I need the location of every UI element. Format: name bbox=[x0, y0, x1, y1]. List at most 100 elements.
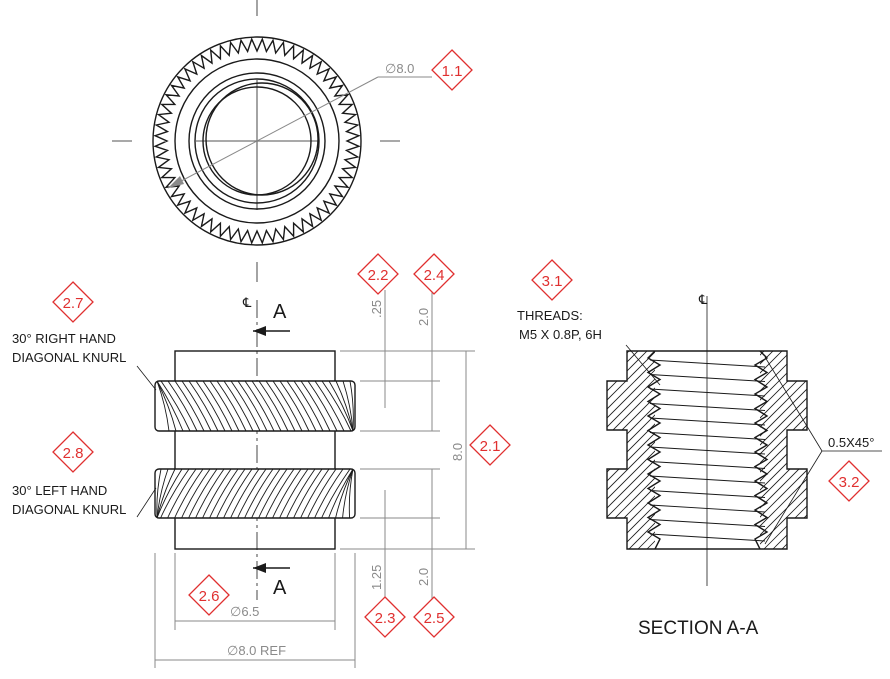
knurl-line bbox=[156, 380, 177, 432]
hatch-line bbox=[607, 351, 733, 549]
knurl-line bbox=[251, 380, 282, 432]
hatch-line bbox=[736, 351, 807, 549]
hatch-line bbox=[607, 351, 697, 549]
balloon-2-8: 2.8 bbox=[52, 431, 94, 473]
hatch-line bbox=[607, 351, 679, 549]
thread-line bbox=[649, 490, 766, 498]
arrow-letter-top: A bbox=[273, 301, 287, 323]
knurl-line bbox=[300, 380, 331, 432]
thread-line bbox=[649, 475, 766, 484]
thread-line bbox=[649, 417, 766, 426]
knurl-line bbox=[209, 468, 239, 519]
balloon-1-1: 1.1 bbox=[431, 49, 473, 91]
thread-line bbox=[649, 461, 766, 469]
knurl-line bbox=[160, 468, 190, 519]
dim-chamfer: 0.5X45° bbox=[828, 435, 874, 450]
hatch-line bbox=[754, 351, 807, 549]
knurl-line bbox=[286, 468, 316, 519]
knurl-line bbox=[237, 380, 268, 432]
thread-ridges bbox=[649, 359, 766, 542]
knurl-line bbox=[209, 380, 240, 432]
dim-outer-dia-ref: ∅8.0 REF bbox=[227, 643, 286, 658]
thread-line bbox=[649, 446, 766, 455]
balloon-2-2: 2.2 bbox=[357, 253, 399, 295]
thread-line bbox=[649, 504, 766, 513]
knurl-line bbox=[328, 468, 354, 519]
knurl-line bbox=[314, 468, 344, 519]
knurl-line bbox=[230, 468, 260, 519]
knurl-line bbox=[321, 380, 352, 432]
note-left-knurl-2: DIAGONAL KNURL bbox=[12, 502, 126, 517]
svg-text:2.7: 2.7 bbox=[63, 295, 84, 312]
knurl-line bbox=[223, 468, 253, 519]
balloon-2-3: 2.3 bbox=[364, 596, 406, 638]
knurl-line bbox=[202, 380, 233, 432]
thread-line bbox=[649, 403, 766, 411]
dim-knurl-width-top: 2.0 bbox=[416, 308, 431, 326]
hatch-line bbox=[607, 351, 778, 549]
knurl-line bbox=[156, 468, 176, 519]
hatch-line bbox=[607, 351, 688, 549]
note-threads-2: M5 X 0.8P, 6H bbox=[519, 327, 602, 342]
note-threads-1: THREADS: bbox=[517, 308, 583, 323]
hatch-line bbox=[607, 351, 652, 549]
balloon-3-1: 3.1 bbox=[531, 259, 573, 301]
knurl-line bbox=[156, 468, 169, 519]
hatch-line bbox=[350, 329, 570, 549]
arrow-letter-bottom: A bbox=[273, 577, 287, 599]
note-right-knurl-2: DIAGONAL KNURL bbox=[12, 350, 126, 365]
dim-knurl-width-bottom: 2.0 bbox=[416, 568, 431, 586]
dim-body-dia: ∅6.5 bbox=[230, 604, 259, 619]
knurl-line bbox=[335, 468, 354, 519]
hatch-line bbox=[763, 351, 807, 549]
knurl-line bbox=[223, 380, 254, 432]
knurl-line bbox=[300, 468, 330, 519]
knurl-line bbox=[216, 468, 246, 519]
hatch-line bbox=[607, 351, 742, 549]
top-view bbox=[112, 0, 432, 282]
knurl-line bbox=[244, 380, 275, 432]
knurl-line bbox=[272, 468, 302, 519]
svg-text:3.1: 3.1 bbox=[542, 273, 563, 290]
balloon-2-4: 2.4 bbox=[413, 253, 455, 295]
thread-line bbox=[649, 359, 766, 368]
svg-text:2.1: 2.1 bbox=[480, 438, 501, 455]
hatch-line bbox=[607, 351, 760, 549]
left-hand-knurl-band bbox=[154, 468, 356, 519]
knurl-line bbox=[195, 380, 226, 432]
knurl-line bbox=[314, 380, 345, 432]
centerline-symbol-section: ℄ bbox=[698, 292, 708, 307]
hatch-line bbox=[607, 351, 807, 549]
knurl-line bbox=[335, 380, 354, 432]
hatch-line bbox=[607, 351, 805, 549]
knurl-line bbox=[244, 468, 274, 519]
knurl-line bbox=[156, 380, 184, 432]
knurl-line bbox=[174, 468, 204, 519]
dim-outer-dia-top: ∅8.0 bbox=[385, 61, 414, 76]
hatch-line bbox=[607, 351, 670, 549]
knurl-line bbox=[293, 468, 323, 519]
dim-overall-length: 8.0 bbox=[450, 443, 465, 461]
knurl-line bbox=[230, 380, 261, 432]
hatch-line bbox=[607, 351, 706, 549]
note-left-knurl-1: 30° LEFT HAND bbox=[12, 483, 107, 498]
centerline-symbol-side: ℄ bbox=[242, 295, 252, 310]
hatch-line bbox=[359, 329, 579, 549]
knurl-line bbox=[202, 468, 232, 519]
knurl-line bbox=[188, 468, 218, 519]
knurl-line bbox=[349, 380, 354, 432]
hatch-line bbox=[745, 351, 807, 549]
knurl-line bbox=[307, 468, 337, 519]
knurl-line bbox=[174, 380, 205, 432]
svg-text:2.4: 2.4 bbox=[424, 267, 445, 284]
svg-text:2.3: 2.3 bbox=[375, 610, 396, 627]
balloon-2-1: 2.1 bbox=[469, 424, 511, 466]
thread-line bbox=[649, 388, 766, 397]
knurl-line bbox=[160, 380, 191, 432]
svg-text:2.8: 2.8 bbox=[63, 445, 84, 462]
balloon-2-6: 2.6 bbox=[188, 574, 230, 616]
knurl-line bbox=[195, 468, 225, 519]
knurl-line bbox=[258, 380, 289, 432]
knurl-line bbox=[181, 468, 211, 519]
